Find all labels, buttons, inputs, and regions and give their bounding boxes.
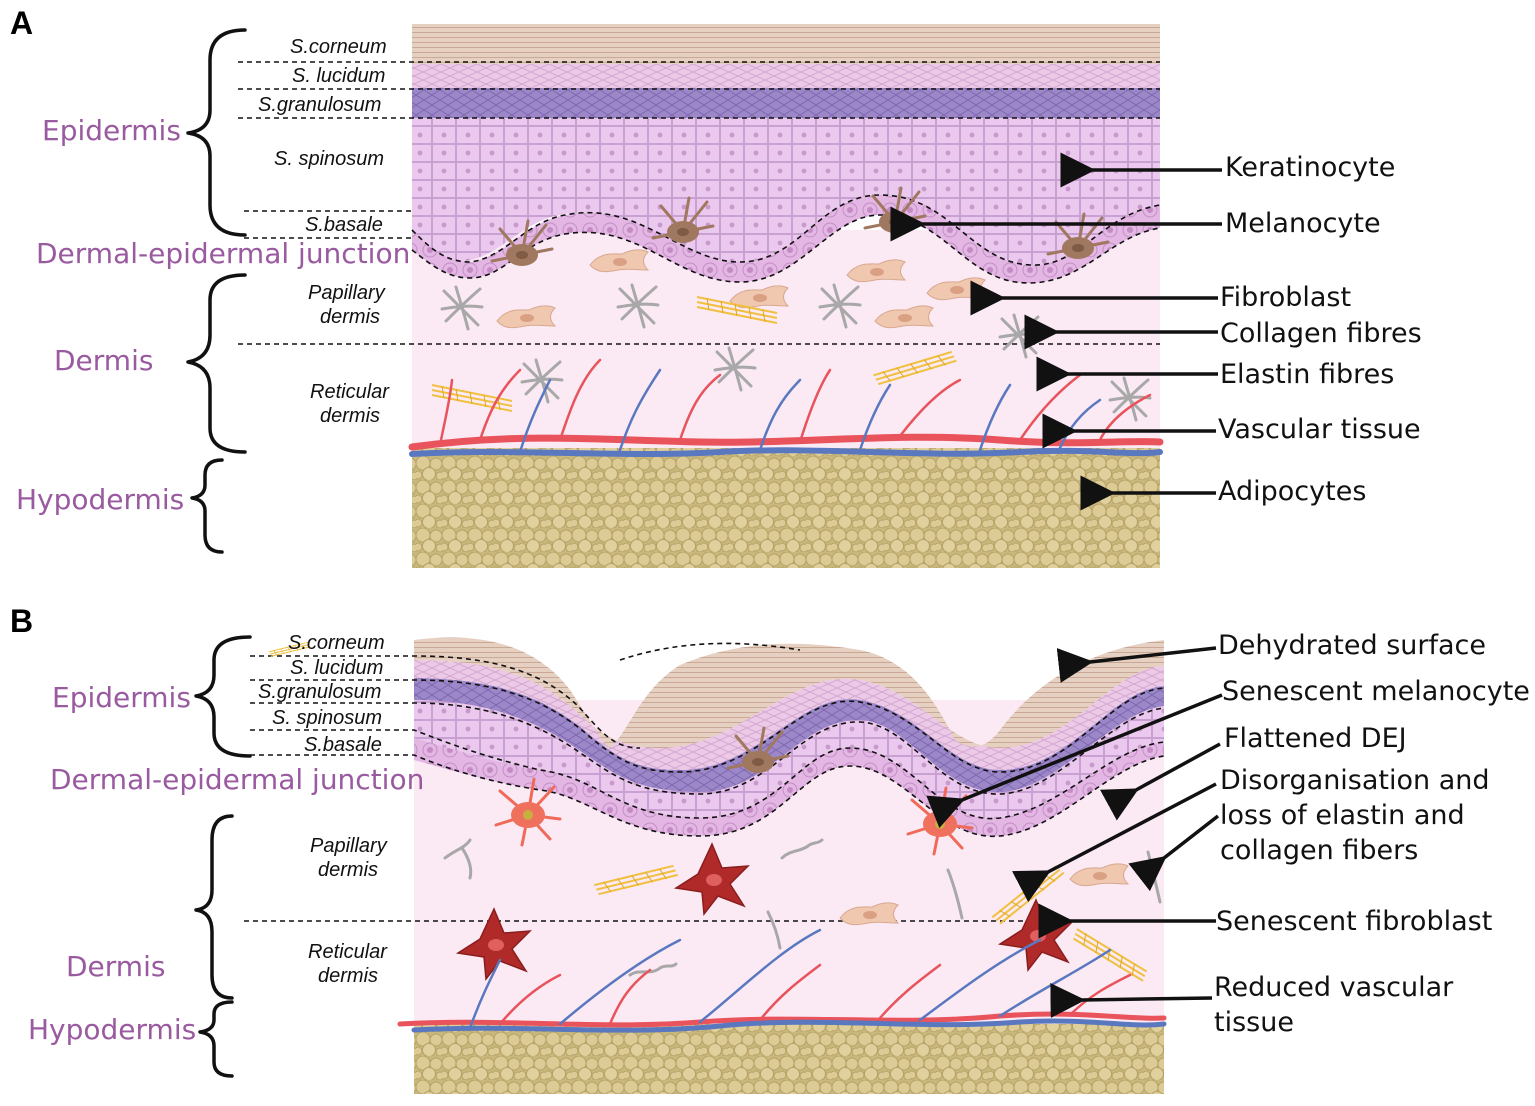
epidermis-label-a: Epidermis: [42, 114, 181, 147]
corneum-layer-b: [414, 637, 1164, 748]
dej-label-b: Dermal-epidermal junction: [50, 763, 424, 796]
papillary-label-b1: Papillary: [310, 835, 388, 857]
lucidum-label-b: S. lucidum: [290, 657, 383, 679]
hypodermis-label-a: Hypodermis: [16, 483, 184, 516]
panel-a-letter: A: [10, 5, 33, 41]
disorganisation-label-2: loss of elastin and: [1220, 800, 1465, 831]
disorganisation-label-3: collagen fibers: [1220, 835, 1418, 866]
reticular-label-a2: dermis: [320, 405, 380, 427]
basale-label-a: S.basale: [305, 214, 383, 236]
lucidum-layer-a: [412, 64, 1160, 88]
dermis-label-b: Dermis: [66, 950, 165, 983]
dermis-label-a: Dermis: [54, 344, 153, 377]
dehydrated-surface-label: Dehydrated surface: [1218, 630, 1486, 661]
epidermis-brace-a: [186, 28, 247, 237]
disorganisation-label-1: Disorganisation and: [1220, 765, 1490, 796]
dej-label-a: Dermal-epidermal junction: [36, 237, 410, 270]
granulosum-label-b: S.granulosum: [258, 681, 381, 703]
vascular-tissue-b: [397, 928, 1167, 1033]
spinosum-label-a: S. spinosum: [274, 148, 384, 170]
epidermis-brace-b: [194, 635, 252, 758]
keratinocyte-label: Keratinocyte: [1225, 152, 1395, 183]
senescent-fibroblast-label: Senescent fibroblast: [1216, 906, 1492, 937]
granulosum-label-a: S.granulosum: [258, 94, 381, 116]
hypodermis-brace-a: [190, 458, 224, 554]
papillary-label-a1: Papillary: [308, 282, 386, 304]
hypodermis-label-b: Hypodermis: [28, 1013, 196, 1046]
vascular-label: Vascular tissue: [1218, 414, 1421, 445]
panel-b: [244, 634, 1167, 1094]
reticular-label-b1: Reticular: [308, 941, 388, 963]
epidermis-label-b: Epidermis: [52, 681, 191, 714]
fibroblast-label: Fibroblast: [1220, 282, 1351, 313]
dermis-brace-a: [186, 273, 247, 454]
melanocyte-label: Melanocyte: [1225, 208, 1381, 239]
corneum-label-a: S.corneum: [290, 36, 387, 58]
reticular-label-b2: dermis: [318, 965, 378, 987]
callout-arrows-b: [926, 646, 1223, 1018]
papillary-label-a2: dermis: [320, 306, 380, 328]
reduced-vascular-label-1: Reduced vascular: [1214, 972, 1454, 1003]
basal-layer-a: [412, 195, 1160, 284]
adipocyte-tissue-a: [412, 448, 1160, 568]
basale-label-b: S.basale: [304, 734, 382, 756]
elastin-label: Elastin fibres: [1220, 359, 1394, 390]
corneum-layer-a: [412, 24, 1160, 64]
spinosum-layer-a: [412, 118, 1160, 266]
collagen-label: Collagen fibres: [1220, 318, 1422, 349]
flattened-dej-label: Flattened DEJ: [1224, 723, 1407, 754]
panel-a: [238, 24, 1164, 568]
corneum-label-b: S.corneum: [288, 632, 385, 654]
lucidum-label-a: S. lucidum: [292, 65, 385, 87]
dermis-brace-b: [194, 814, 234, 1000]
lucidum-layer-b: [414, 660, 1164, 770]
granulosum-layer-b: [414, 678, 1164, 793]
granulosum-layer-a: [412, 88, 1160, 118]
hypodermis-brace-b: [198, 1000, 234, 1078]
callout-arrows-a: [890, 152, 1222, 511]
panel-b-letter: B: [10, 603, 33, 639]
adipocyte-tissue-b: [414, 1024, 1164, 1094]
papillary-label-b2: dermis: [318, 859, 378, 881]
reticular-label-a1: Reticular: [310, 381, 390, 403]
spinosum-label-b: S. spinosum: [272, 707, 382, 729]
reduced-vascular-label-2: tissue: [1214, 1007, 1294, 1038]
senescent-melanocyte-label: Senescent melanocyte: [1222, 676, 1530, 707]
adipocytes-label: Adipocytes: [1218, 476, 1366, 507]
